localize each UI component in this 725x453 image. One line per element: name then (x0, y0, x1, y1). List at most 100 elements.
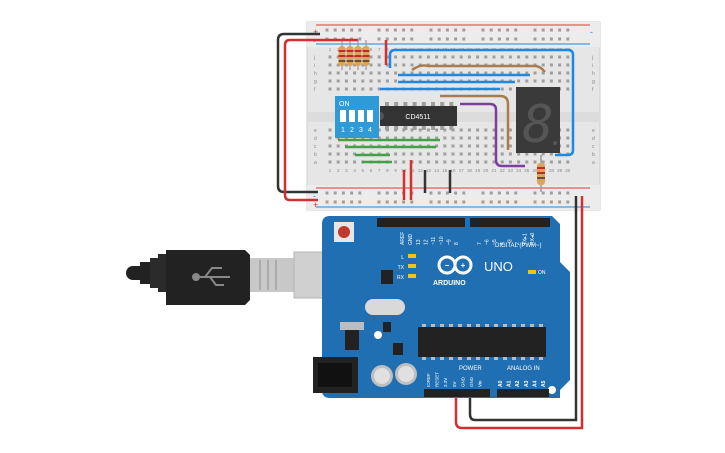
power-label: POWER (459, 366, 482, 372)
voltage-regulator (345, 330, 359, 350)
dip-toggle-3[interactable] (358, 110, 364, 122)
row-label: g (314, 79, 317, 85)
row-label: c (314, 144, 317, 150)
col-label: 26 (532, 168, 538, 173)
col-label: 13 (426, 168, 432, 173)
col-label: 23 (508, 168, 514, 173)
col-label: 18 (467, 168, 473, 173)
pin-label: AREF (400, 232, 406, 245)
col-label: 28 (549, 168, 555, 173)
col-label: 3 (345, 168, 348, 173)
pin-label: TX▸1 (523, 233, 529, 245)
col-label: 17 (459, 168, 465, 173)
rail-minus-label-right: - (590, 27, 593, 37)
pin-label: ~6 (485, 239, 491, 245)
display-digit: 8 (522, 95, 553, 155)
led-label: RX (397, 275, 405, 281)
led (408, 274, 416, 278)
rail-minus-label-bottom: - (313, 191, 316, 201)
display-dp (553, 141, 557, 145)
wire-purple (460, 102, 525, 168)
row-label: j (313, 55, 315, 61)
usb-cable (126, 250, 357, 305)
ic-cd4511: CD4511 (380, 102, 457, 130)
row-label: d (314, 136, 317, 142)
dip-position-label: 4 (368, 127, 372, 134)
pin-label: ~10 (439, 236, 445, 245)
row-label: h (314, 71, 317, 77)
dip-toggle-1[interactable] (340, 110, 346, 122)
wire-brown-top (411, 64, 546, 73)
wire-red-left-loop (283, 38, 358, 202)
analog-pin-label: A5 (541, 380, 547, 387)
row-label: i (314, 63, 315, 69)
ic-notch (380, 112, 384, 120)
pin-label: 4 (500, 242, 506, 245)
analog-pin-label: A4 (532, 380, 538, 387)
ic-body (380, 106, 457, 126)
rail-plus-label: + (313, 27, 318, 37)
pin-label: ~5 (492, 239, 498, 245)
col-label: 19 (475, 168, 481, 173)
power-pin-label: IOREF (426, 373, 431, 387)
col-label: 4 (353, 168, 356, 173)
usb-icon (192, 267, 230, 286)
reset-button-cap[interactable] (338, 226, 350, 238)
analog-label: ANALOG IN (507, 366, 540, 372)
row-label: j (591, 55, 593, 61)
analog-pin-label: A2 (515, 380, 521, 387)
power-pin-label: 5V (452, 381, 457, 387)
on-led (528, 270, 536, 274)
col-label: 2 (337, 168, 340, 173)
col-label: 6 (370, 168, 373, 173)
col-label: 7 (378, 168, 381, 173)
seven-segment-display: 8 (516, 87, 560, 155)
dip-position-label: 2 (350, 127, 354, 134)
power-pin-label: Vin (478, 380, 483, 387)
digital-header-left (377, 218, 465, 227)
led-label: TX (398, 265, 405, 271)
brand-label: ARDUINO (433, 280, 466, 287)
dip-on-label: ON (339, 101, 350, 108)
col-label: 30 (565, 168, 571, 173)
pin-label: 12 (424, 239, 430, 245)
dip-position-label: 1 (341, 127, 345, 134)
power-pin-label: RESET (435, 372, 440, 387)
col-label: 2 (337, 47, 340, 52)
pin-label: 13 (416, 239, 422, 245)
col-label: 14 (434, 168, 440, 173)
pin-label: 8 (454, 242, 460, 245)
wire-brown-mid (440, 94, 510, 150)
col-label: 7 (378, 47, 381, 52)
row-label: g (592, 79, 595, 85)
pin-label: GND (408, 234, 414, 246)
col-label: 15 (442, 168, 448, 173)
pin-label: ~9 (446, 239, 452, 245)
power-header (424, 389, 490, 397)
digital-header-right (470, 218, 550, 227)
top-power-rail (307, 22, 600, 47)
on-label: ON (538, 270, 546, 276)
row-label: e (314, 128, 317, 134)
col-label: 25 (524, 168, 530, 173)
jumper-wires (338, 40, 575, 200)
col-label: 8 (386, 47, 389, 52)
wire-red-5v (454, 196, 584, 430)
dip-toggle-2[interactable] (349, 110, 355, 122)
dip-toggle-4[interactable] (367, 110, 373, 122)
col-label: 24 (516, 168, 522, 173)
pin-label: RX◂0 (530, 233, 536, 245)
col-label: 29 (557, 168, 563, 173)
row-label: d (592, 136, 595, 142)
col-label: 1 (329, 47, 332, 52)
bottom-power-rail (307, 185, 600, 210)
pin-label: 2 (515, 242, 521, 245)
col-label: 12 (418, 168, 424, 173)
row-label: c (592, 144, 595, 150)
wire-black-gnd (468, 196, 578, 422)
col-label: 5 (362, 168, 365, 173)
